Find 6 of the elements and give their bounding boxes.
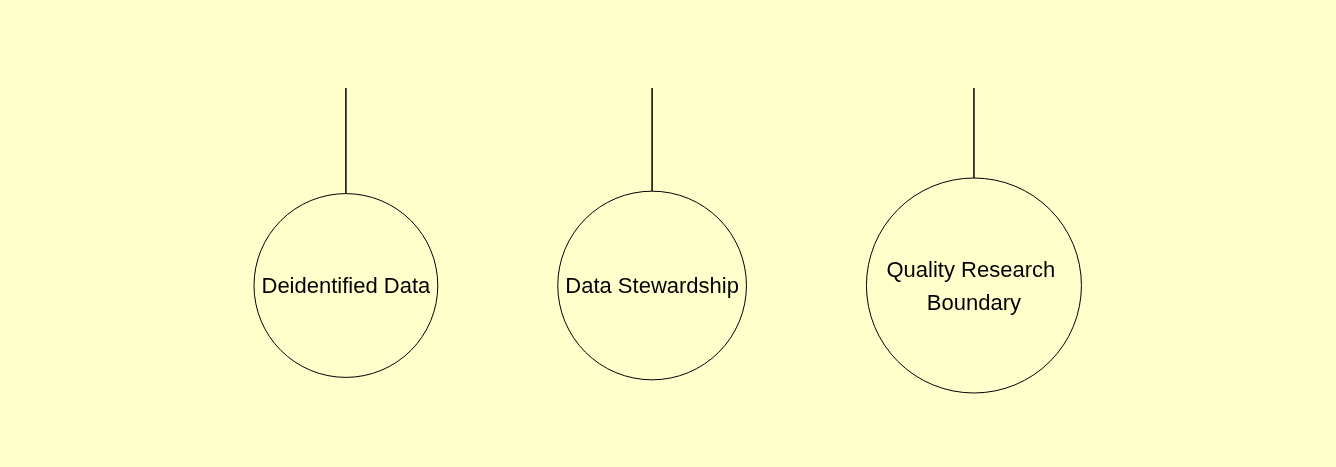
node-circle: Quality Research Boundary xyxy=(866,177,1083,394)
connector xyxy=(345,87,347,195)
connector xyxy=(973,87,975,179)
node-circle: Data Stewardship xyxy=(557,190,748,381)
connector xyxy=(651,87,654,192)
node-circle: Deidentified Data xyxy=(253,193,439,378)
